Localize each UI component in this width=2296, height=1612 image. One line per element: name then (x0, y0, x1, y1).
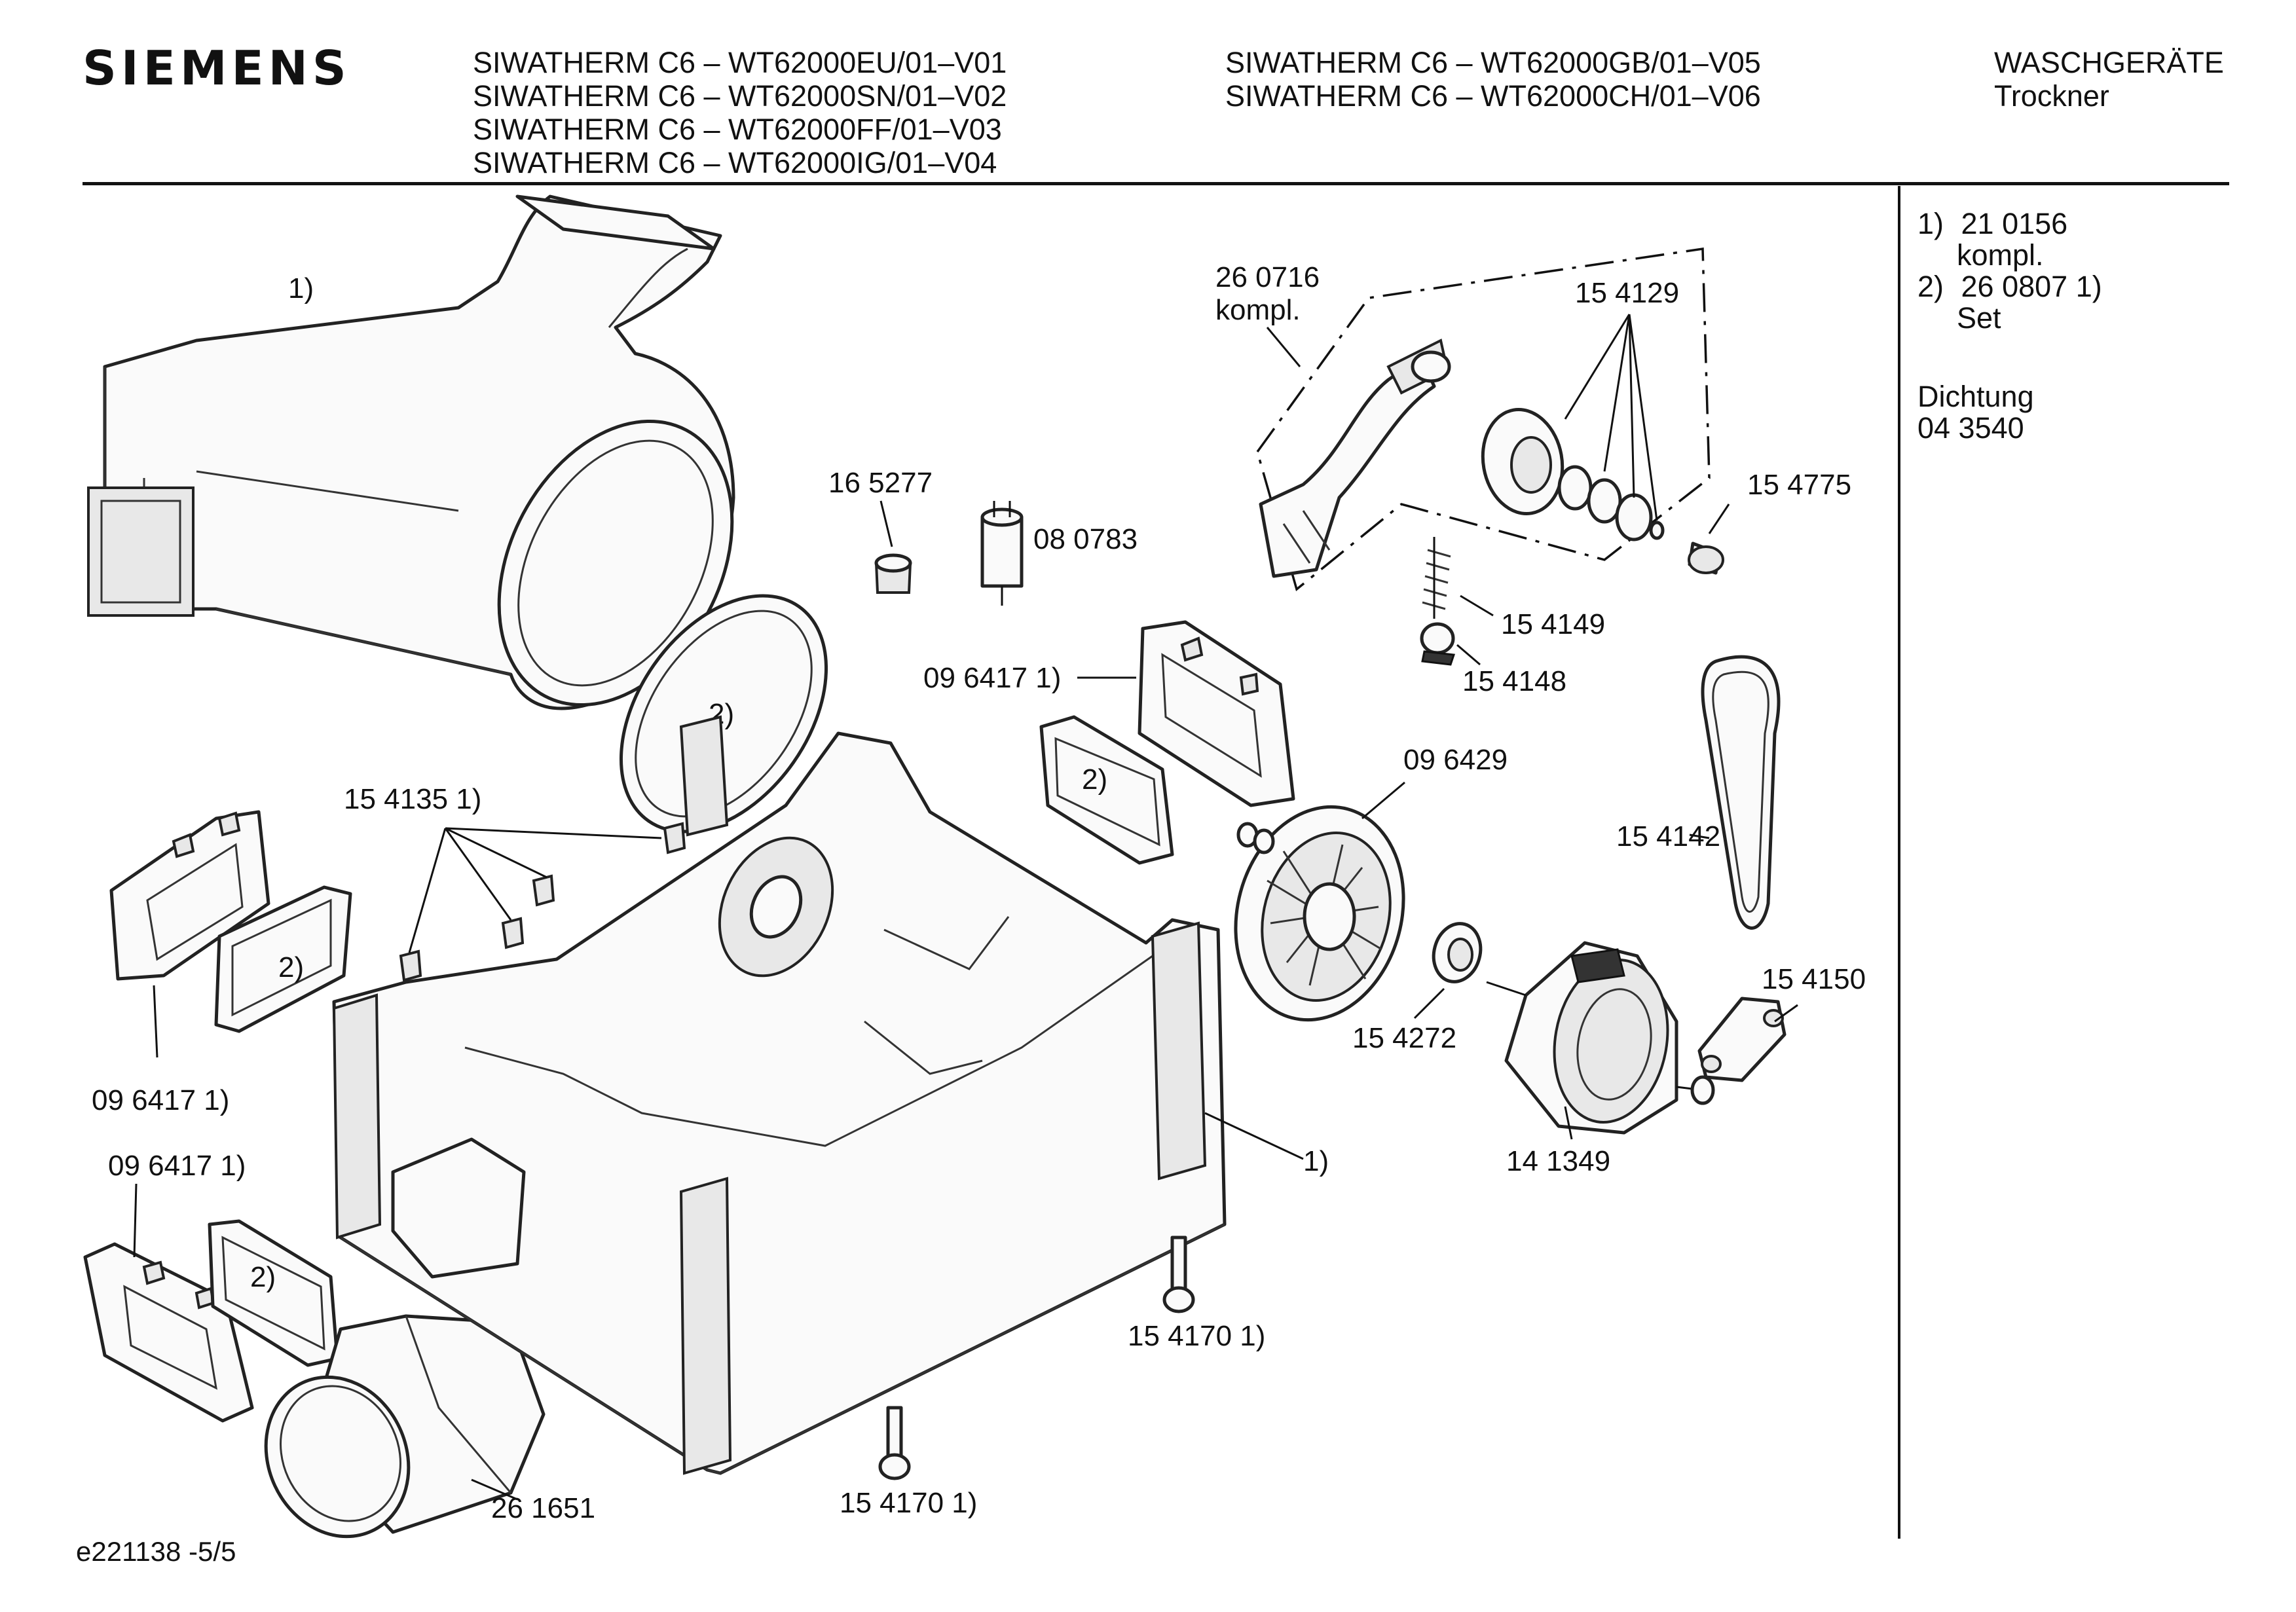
callout-154135: 15 4135 1) (344, 783, 481, 815)
callout-154170-bottom: 15 4170 1) (840, 1487, 977, 1519)
callout-261651: 26 1651 (491, 1492, 595, 1524)
bolt-154775 (1688, 541, 1724, 575)
leader-154775 (1708, 504, 1730, 534)
fan-wheel-096429 (1234, 805, 1405, 1022)
legend-item-1-note: kompl. (1957, 238, 2044, 272)
leader-165277 (880, 500, 893, 547)
callout-096417-left: 09 6417 1) (92, 1084, 229, 1116)
callout-154149: 15 4149 (1501, 608, 1605, 640)
leader-154148 (1456, 644, 1481, 666)
seal-label: Dichtung (1917, 380, 2034, 413)
leader-096429 (1361, 781, 1405, 820)
clips-154135 (399, 822, 686, 982)
oval-gasket (619, 594, 828, 833)
model-line: SIWATHERM C6 – WT62000IG/01–V04 (473, 146, 997, 179)
seal-gasket-mid (1039, 715, 1174, 865)
seal-frame-low (83, 1242, 254, 1423)
callout-096429: 09 6429 (1403, 744, 1508, 776)
callout-low-gasket: 2) (250, 1261, 276, 1293)
seal-code: 04 3540 (1917, 411, 2024, 445)
callout-260716: 26 0716 (1215, 261, 1320, 293)
seal-gasket-left (214, 885, 352, 1033)
callout-154775: 15 4775 (1747, 469, 1851, 501)
callout-base-1: 1) (1303, 1145, 1329, 1177)
motor-bracket-154150 (1697, 997, 1787, 1082)
motor-141349 (1486, 941, 1715, 1135)
bracket-154148 (1420, 622, 1456, 666)
legend-item-1: 1) 21 0156 (1917, 207, 2068, 240)
document-reference: e221138 -5/5 (76, 1536, 236, 1567)
leader-154135 (408, 827, 662, 953)
siemens-logo: SIEMENS (83, 41, 351, 96)
model-list-right: SIWATHERM C6 – WT62000GB/01–V05 SIWATHER… (1225, 46, 1761, 113)
parts-legend: 1) 21 0156 kompl. 2) 26 0807 1) Set Dich… (1917, 208, 2102, 444)
model-line: SIWATHERM C6 – WT62000CH/01–V06 (1225, 79, 1761, 113)
leader-261651 (471, 1478, 518, 1501)
leader-141349 (1564, 1106, 1573, 1140)
category-block: WASCHGERÄTE Trockner (1994, 46, 2224, 113)
exploded-parts-diagram: 1) 2) 16 5277 08 0783 26 0716 kompl. 15 … (83, 194, 1866, 1539)
callout-154142: 15 4142 (1616, 820, 1720, 852)
model-line: SIWATHERM C6 – WT62000SN/01–V02 (473, 79, 1007, 113)
callout-165277: 16 5277 (828, 467, 933, 499)
air-duct (87, 194, 735, 710)
legend-item-2-note: Set (1957, 301, 2001, 335)
leader-154129 (1564, 314, 1658, 521)
seal-frame-left (109, 810, 270, 981)
duct-adapter-261651 (264, 1314, 546, 1539)
leader-154272 (1413, 987, 1445, 1019)
category-label: WASCHGERÄTE (1994, 46, 2224, 79)
leader-154150 (1774, 1004, 1798, 1023)
callout-096417-low: 09 6417 1) (108, 1150, 246, 1182)
leader-base (1204, 1112, 1304, 1160)
header-divider (83, 182, 2229, 185)
callout-141349: 14 1349 (1506, 1145, 1610, 1177)
leader-154149 (1460, 595, 1494, 617)
model-list-left: SIWATHERM C6 – WT62000EU/01–V01 SIWATHER… (473, 46, 1007, 179)
callout-154150: 15 4150 (1762, 963, 1866, 995)
callout-154148: 15 4148 (1462, 665, 1566, 697)
leader-096417-left (153, 985, 158, 1058)
pulley-set-154129 (1481, 408, 1665, 541)
callout-080783: 08 0783 (1033, 523, 1138, 555)
small-cap-165277 (874, 553, 912, 594)
bushing-154272 (1432, 922, 1483, 983)
model-line: SIWATHERM C6 – WT62000FF/01–V03 (473, 113, 1002, 146)
capacitor-080783 (980, 501, 1024, 606)
callout-096417-top: 09 6417 1) (923, 662, 1061, 694)
model-line: SIWATHERM C6 – WT62000EU/01–V01 (473, 46, 1007, 79)
tensioner-arm (1259, 339, 1451, 578)
seal-frame-top (1138, 620, 1295, 807)
callout-duct-1: 1) (288, 272, 314, 304)
callout-260716-note: kompl. (1215, 294, 1301, 326)
leader-260716 (1266, 327, 1301, 367)
legend-item-2: 2) 26 0807 1) (1917, 270, 2102, 303)
sidebar-divider (1898, 186, 1900, 1539)
callout-left-gasket: 2) (278, 951, 304, 983)
callout-mid-gasket: 2) (1082, 763, 1107, 796)
callout-154129: 15 4129 (1575, 277, 1679, 309)
screw-154170-bottom (878, 1406, 911, 1480)
subcategory-label: Trockner (1994, 79, 2109, 113)
screw-154170-right (1162, 1236, 1195, 1313)
leader-096417-low (133, 1183, 138, 1258)
callout-154170-right: 15 4170 1) (1128, 1320, 1265, 1352)
drive-belt-154142 (1701, 655, 1781, 930)
model-line: SIWATHERM C6 – WT62000GB/01–V05 (1225, 46, 1761, 79)
base-frame (332, 715, 1227, 1475)
callout-154272: 15 4272 (1352, 1022, 1456, 1054)
spring-154149 (1422, 537, 1451, 619)
leader-154142 (1689, 833, 1710, 839)
